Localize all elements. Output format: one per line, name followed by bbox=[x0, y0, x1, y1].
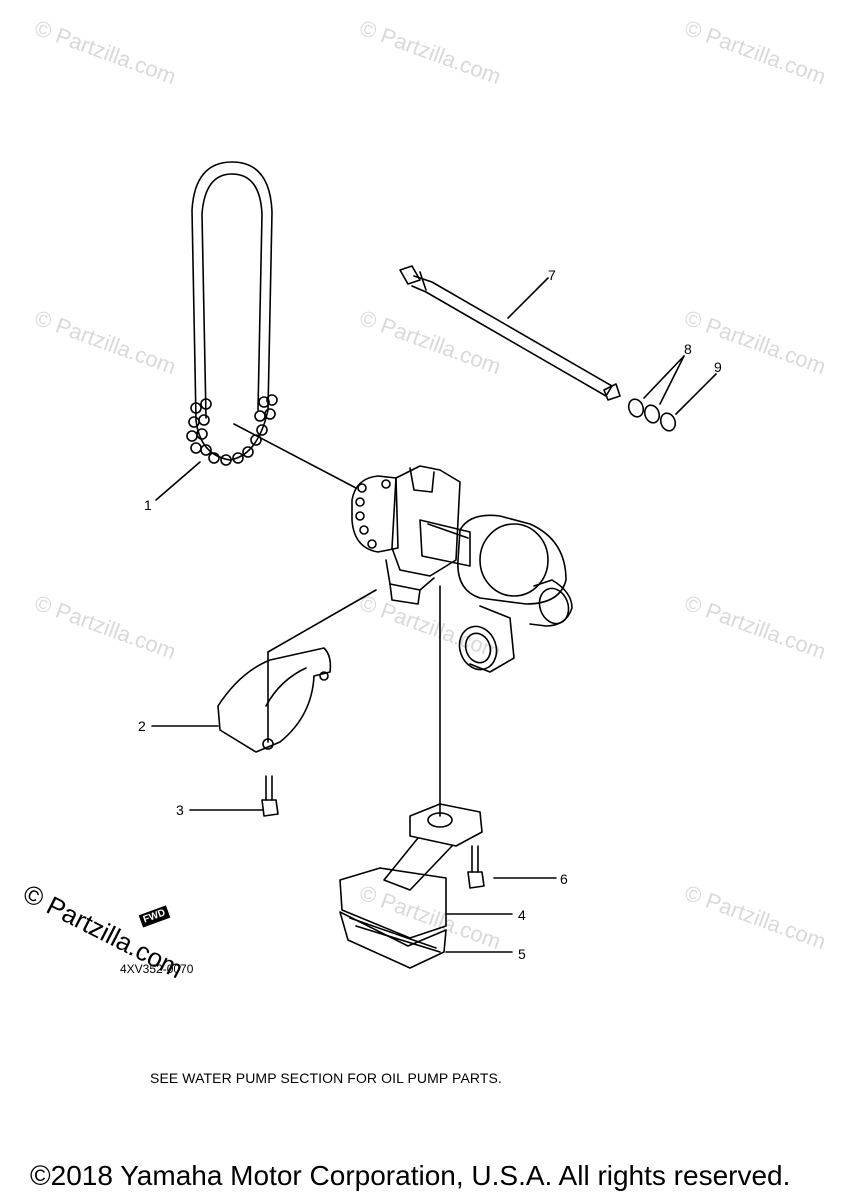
drawing-code: 4XV352-0070 bbox=[120, 962, 194, 976]
bolt-part bbox=[261, 775, 279, 817]
cover-plate-part bbox=[217, 647, 332, 753]
chain-part bbox=[186, 161, 278, 466]
callout-2: 2 bbox=[138, 718, 146, 734]
callout-3: 3 bbox=[176, 802, 184, 818]
callout-9: 9 bbox=[714, 359, 722, 375]
callout-6: 6 bbox=[560, 871, 568, 887]
parts-note: SEE WATER PUMP SECTION FOR OIL PUMP PART… bbox=[150, 1070, 502, 1086]
callout-8: 8 bbox=[684, 341, 692, 357]
bolt-part bbox=[467, 845, 485, 889]
callout-7: 7 bbox=[548, 267, 556, 283]
callout-5: 5 bbox=[518, 946, 526, 962]
callout-4: 4 bbox=[518, 907, 526, 923]
shaft-part bbox=[399, 265, 621, 401]
oil-strainer-part bbox=[339, 803, 483, 969]
o-ring-parts bbox=[627, 398, 677, 432]
pump-assembly bbox=[351, 465, 573, 673]
copyright-text: ©2018 Yamaha Motor Corporation, U.S.A. A… bbox=[30, 1160, 791, 1191]
callout-1: 1 bbox=[144, 497, 152, 513]
